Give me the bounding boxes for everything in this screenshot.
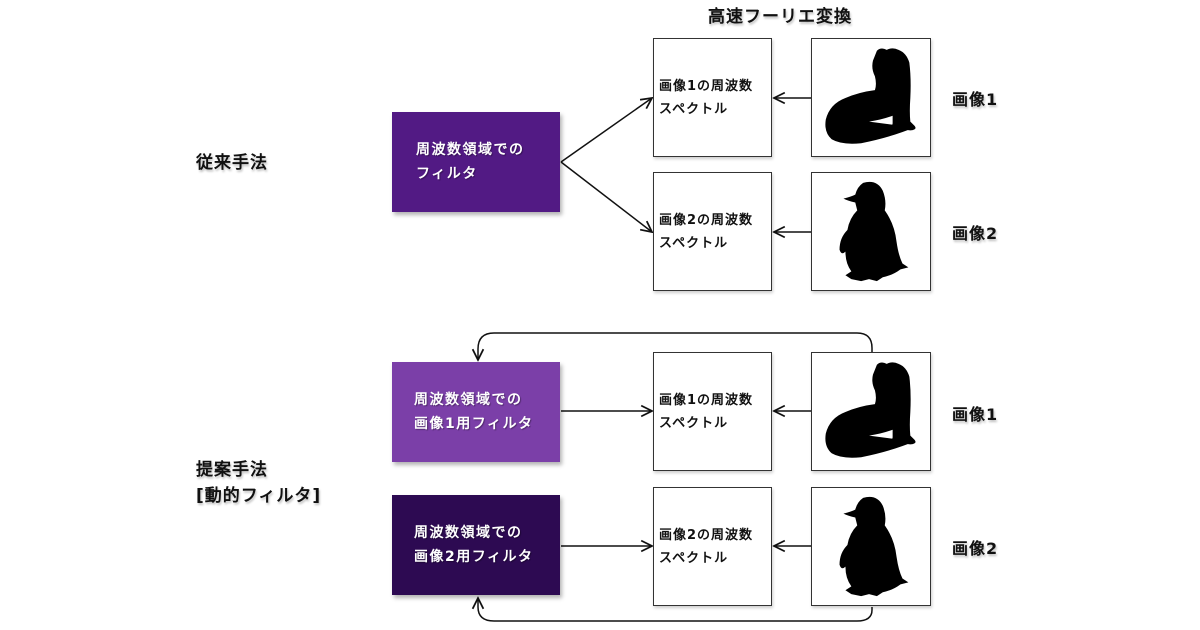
conventional-filter-box: 周波数領域での フィルタ [392,112,560,212]
image2-box [811,172,931,291]
spectrum-box-image1-proposed: 画像1の周波数 スペクトル [653,352,772,471]
spectrum-line1: 画像1の周波数 [659,392,754,408]
arrow-filter-to-spectrum1 [560,98,652,163]
filter-line1: 周波数領域での [414,392,523,408]
proposed-method-label: 提案手法 [動的フィルタ] [196,457,321,509]
penguin-silhouette-icon [839,181,909,282]
image2-filter-box: 周波数領域での 画像2用フィルタ [392,495,560,595]
filter-line1: 周波数領域での [416,142,525,158]
spectrum-box-image2: 画像2の周波数 スペクトル [653,172,772,291]
proposed-label-line2: [動的フィルタ] [196,486,322,506]
image2-label: 画像2 [952,224,999,243]
conventional-method-label: 従来手法 [196,153,268,173]
image1-label: 画像1 [952,90,999,109]
ferret-silhouette-icon [825,48,916,144]
spectrum-line2: スペクトル [659,101,729,117]
feedback-arrow-image1-to-filter1 [478,332,873,360]
penguin-silhouette-icon [839,496,909,597]
arrow-filter-to-spectrum2 [560,161,652,232]
fft-title: 高速フーリエ変換 [708,7,852,27]
spectrum-box-image1: 画像1の周波数 スペクトル [653,38,772,157]
spectrum-line2: スペクトル [659,235,729,251]
spectrum-box-image2-proposed: 画像2の周波数 スペクトル [653,487,772,606]
spectrum-line1: 画像2の周波数 [659,212,754,228]
image1-label-proposed: 画像1 [952,405,999,424]
spectrum-line1: 画像2の周波数 [659,527,754,543]
proposed-label-line1: 提案手法 [196,460,268,480]
image2-box-proposed [811,487,931,606]
filter-line2: 画像1用フィルタ [414,416,534,432]
image1-box [811,38,931,157]
image1-box-proposed [811,352,931,471]
ferret-silhouette-icon [825,362,916,458]
filter-line1: 周波数領域での [414,525,523,541]
filter-line2: 画像2用フィルタ [414,549,534,565]
spectrum-line2: スペクトル [659,415,729,431]
spectrum-line1: 画像1の周波数 [659,78,754,94]
feedback-arrow-image2-to-filter2 [478,598,873,622]
spectrum-line2: スペクトル [659,550,729,566]
filter-line2: フィルタ [416,166,478,182]
image2-label-proposed: 画像2 [952,539,999,558]
image1-filter-box: 周波数領域での 画像1用フィルタ [392,362,560,462]
